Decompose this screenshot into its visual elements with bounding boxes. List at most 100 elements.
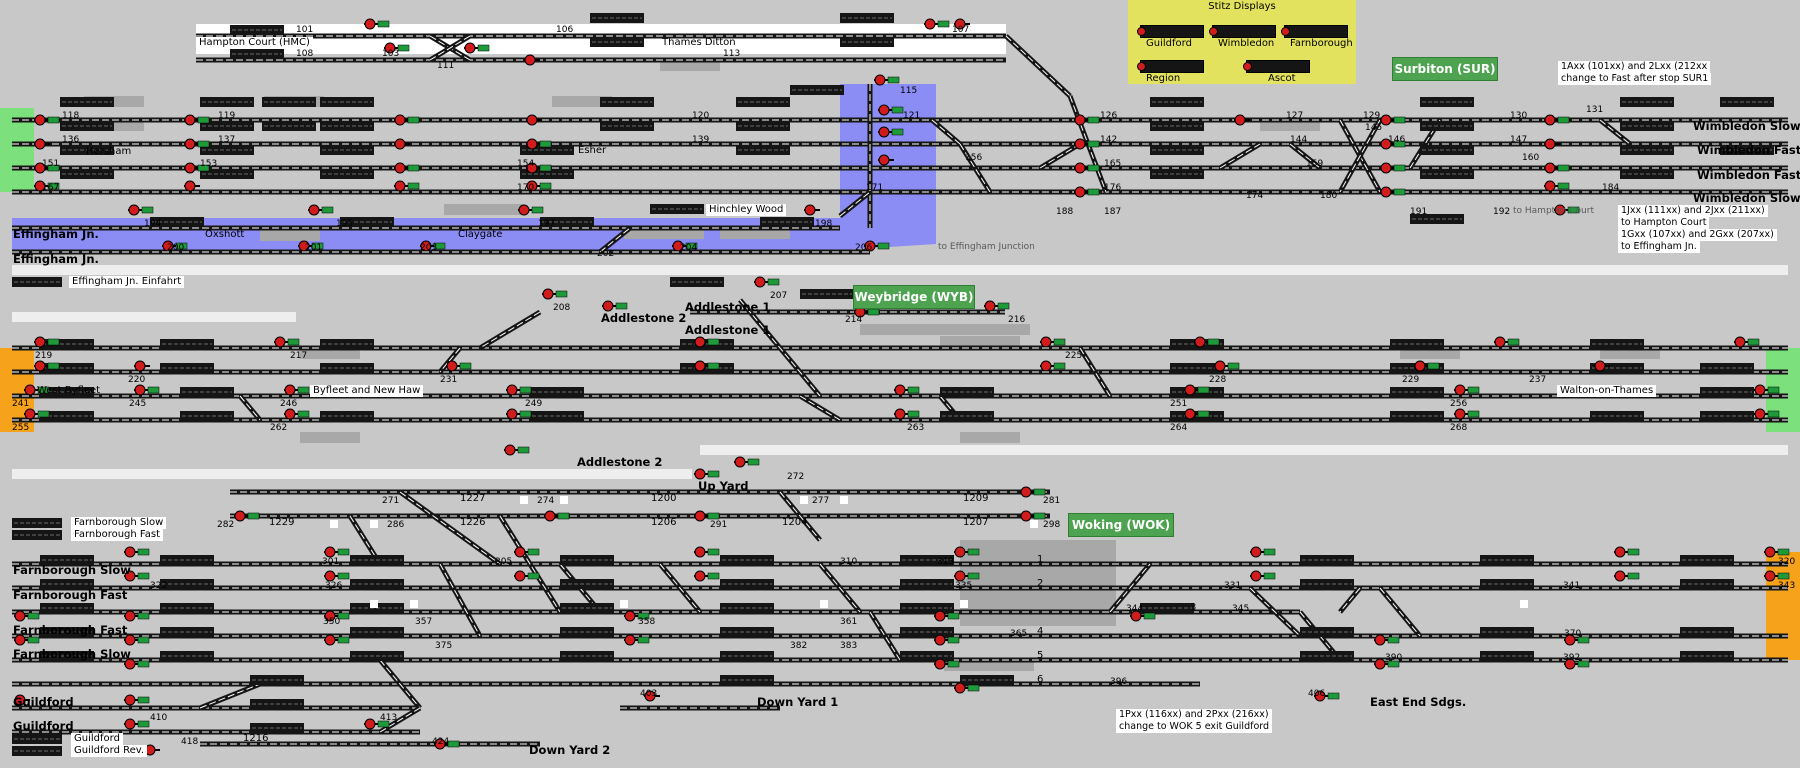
signal-head-red[interactable] <box>504 444 516 456</box>
train-describer[interactable] <box>12 734 62 744</box>
signal-head-red[interactable] <box>420 240 432 252</box>
signal-head-red[interactable] <box>1380 114 1392 126</box>
signal-head-red[interactable] <box>1764 546 1776 558</box>
signal-head-red[interactable] <box>1234 114 1246 126</box>
signal-head-red[interactable] <box>34 336 46 348</box>
signal-head-red[interactable] <box>804 204 816 216</box>
signal-head-red[interactable] <box>34 138 46 150</box>
signal-head-red[interactable] <box>934 610 946 622</box>
signal-head-red[interactable] <box>324 634 336 646</box>
signal-head-red[interactable] <box>874 74 886 86</box>
signal-head-red[interactable] <box>234 510 246 522</box>
signal-head-red[interactable] <box>506 384 518 396</box>
signal-head-red[interactable] <box>1314 690 1326 702</box>
signal-head-red[interactable] <box>34 114 46 126</box>
stitz-display-farnborough[interactable]: Farnborough <box>1281 21 1354 51</box>
signal-head-red[interactable] <box>954 682 966 694</box>
signal-head-red[interactable] <box>14 694 26 706</box>
signal-head-red[interactable] <box>1564 634 1576 646</box>
signal-head-red[interactable] <box>894 408 906 420</box>
signal-head-red[interactable] <box>1734 336 1746 348</box>
train-describer[interactable] <box>12 518 62 528</box>
station-badge-weybridge[interactable]: Weybridge (WYB) <box>853 285 975 309</box>
signal-head-red[interactable] <box>644 690 656 702</box>
signal-head-red[interactable] <box>1074 162 1086 174</box>
signal-head-red[interactable] <box>526 162 538 174</box>
signal-head-red[interactable] <box>1594 360 1606 372</box>
signal-head-red[interactable] <box>1380 138 1392 150</box>
signal-head-red[interactable] <box>954 18 966 30</box>
signal-head-red[interactable] <box>364 18 376 30</box>
signal-head-red[interactable] <box>1554 204 1566 216</box>
train-describer[interactable] <box>12 746 62 756</box>
signal-head-red[interactable] <box>1074 114 1086 126</box>
signal-head-red[interactable] <box>878 126 890 138</box>
signal-head-red[interactable] <box>878 104 890 116</box>
signal-head-red[interactable] <box>124 570 136 582</box>
signal-head-red[interactable] <box>1754 408 1766 420</box>
signal-head-red[interactable] <box>694 360 706 372</box>
signal-head-red[interactable] <box>124 634 136 646</box>
station-badge-woking[interactable]: Woking (WOK) <box>1068 513 1174 537</box>
signal-head-red[interactable] <box>384 42 396 54</box>
stitz-display-ascot[interactable]: Ascot <box>1243 56 1316 86</box>
signal-head-red[interactable] <box>954 570 966 582</box>
signal-head-red[interactable] <box>124 718 136 730</box>
signal-head-red[interactable] <box>284 408 296 420</box>
signal-head-red[interactable] <box>924 18 936 30</box>
signal-head-red[interactable] <box>1374 658 1386 670</box>
signal-head-red[interactable] <box>446 360 458 372</box>
train-describer[interactable] <box>12 530 62 540</box>
signal-head-red[interactable] <box>24 408 36 420</box>
signal-head-red[interactable] <box>1494 336 1506 348</box>
signal-head-red[interactable] <box>394 180 406 192</box>
signal-head-red[interactable] <box>324 610 336 622</box>
signal-head-red[interactable] <box>14 634 26 646</box>
signal-head-red[interactable] <box>1020 486 1032 498</box>
signal-head-red[interactable] <box>1454 408 1466 420</box>
signal-head-red[interactable] <box>1214 360 1226 372</box>
signal-head-red[interactable] <box>1544 162 1556 174</box>
signal-head-red[interactable] <box>134 384 146 396</box>
stitz-display-region[interactable]: Region <box>1137 56 1210 86</box>
train-describer[interactable] <box>12 277 62 287</box>
signal-head-red[interactable] <box>694 468 706 480</box>
signal-head-red[interactable] <box>672 240 684 252</box>
stitz-display-guildford[interactable]: Guildford <box>1137 21 1210 51</box>
signal-head-red[interactable] <box>1544 138 1556 150</box>
signal-head-red[interactable] <box>34 360 46 372</box>
signal-head-red[interactable] <box>526 138 538 150</box>
signal-head-red[interactable] <box>184 114 196 126</box>
signal-head-red[interactable] <box>1040 336 1052 348</box>
signal-head-red[interactable] <box>518 204 530 216</box>
signal-head-red[interactable] <box>864 240 876 252</box>
signal-head-red[interactable] <box>1544 114 1556 126</box>
signal-head-red[interactable] <box>324 546 336 558</box>
signal-head-red[interactable] <box>624 634 636 646</box>
signal-head-red[interactable] <box>1020 510 1032 522</box>
signal-head-red[interactable] <box>1184 408 1196 420</box>
signal-head-red[interactable] <box>514 546 526 558</box>
signal-head-red[interactable] <box>506 408 518 420</box>
signal-head-red[interactable] <box>624 610 636 622</box>
signal-head-red[interactable] <box>1754 384 1766 396</box>
signal-head-red[interactable] <box>1374 634 1386 646</box>
signal-head-red[interactable] <box>184 162 196 174</box>
signal-head-red[interactable] <box>1764 570 1776 582</box>
signal-head-red[interactable] <box>184 138 196 150</box>
signal-head-red[interactable] <box>878 154 890 166</box>
signal-head-red[interactable] <box>514 570 526 582</box>
signal-head-red[interactable] <box>124 658 136 670</box>
signal-head-red[interactable] <box>184 180 196 192</box>
signal-head-red[interactable] <box>364 718 376 730</box>
signal-head-red[interactable] <box>128 204 140 216</box>
signal-head-red[interactable] <box>1544 180 1556 192</box>
signal-head-red[interactable] <box>124 546 136 558</box>
signal-head-red[interactable] <box>544 510 556 522</box>
signal-head-red[interactable] <box>524 54 536 66</box>
signal-head-red[interactable] <box>394 138 406 150</box>
station-badge-surbiton[interactable]: Surbiton (SUR) <box>1392 57 1498 81</box>
signal-head-red[interactable] <box>1614 570 1626 582</box>
signal-head-red[interactable] <box>1074 186 1086 198</box>
stitz-display-wimbledon[interactable]: Wimbledon <box>1209 21 1282 51</box>
